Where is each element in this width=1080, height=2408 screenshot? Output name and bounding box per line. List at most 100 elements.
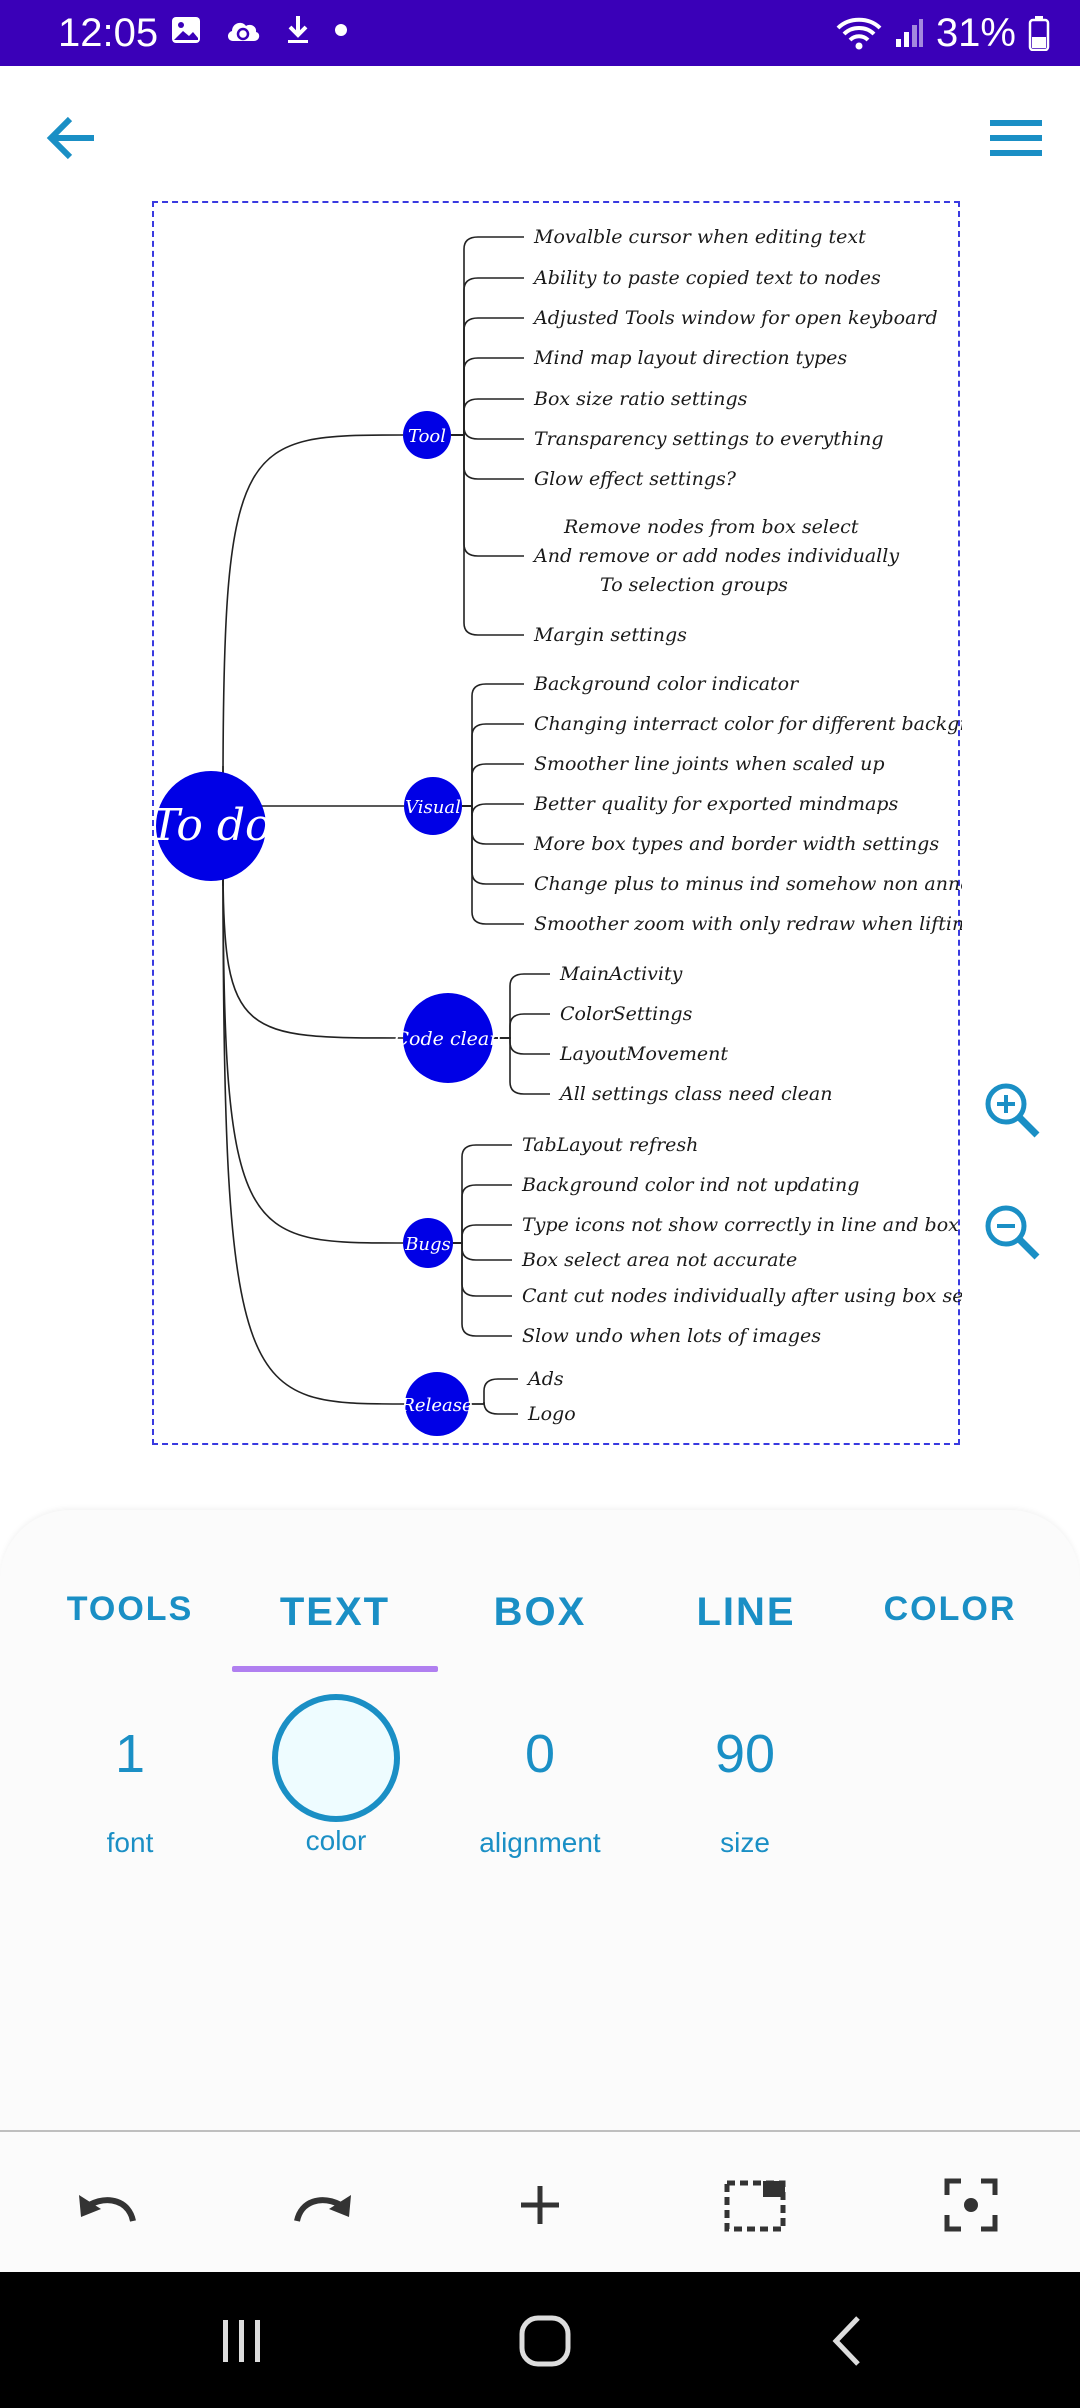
font-label-wrap: font [70,1826,190,1860]
alignment-param[interactable]: 0 [460,1722,620,1786]
bottom-toolbar [0,2132,1080,2272]
box-select-icon [724,2180,786,2232]
leaf-node-label: Ads [526,1368,564,1390]
leaf-node-label: And remove or add nodes individually [532,545,899,567]
connector-line [453,1144,512,1244]
font-value: 1 [114,1724,146,1784]
nav-back-button[interactable] [812,2306,882,2376]
leaf-node-label: MainActivity [559,963,683,985]
leaf-node-label: To selection groups [600,574,788,596]
dot-icon [335,24,347,36]
signal-icon [895,19,923,47]
size-label: size [720,1827,770,1858]
cloud-sync-icon [227,22,260,41]
tab-line[interactable]: LINE [696,1590,796,1634]
leaf-node-label: Remove nodes from box select [563,516,859,538]
menu-button[interactable] [984,106,1048,170]
status-system-icons: 31% [836,8,1050,58]
tab-box[interactable]: BOX [493,1590,587,1634]
connector-line [451,277,524,436]
download-icon [288,16,308,43]
tab-color[interactable]: COLOR [883,1590,1017,1628]
leaf-node-label: LayoutMovement [559,1043,728,1065]
system-navigation-bar [0,2272,1080,2408]
connector-line [493,1037,550,1095]
wifi-icon [836,17,882,50]
leaf-node-label: ColorSettings [560,1003,693,1025]
connector-line [222,865,406,1405]
connector-line [453,1224,512,1244]
font-param[interactable]: 1 [70,1722,190,1786]
undo-icon [79,2195,136,2222]
connector-line [462,683,524,807]
focus-center-icon [944,2178,998,2232]
connector-line [451,317,524,436]
text-color-swatch[interactable] [272,1694,400,1822]
alignment-label: alignment [479,1827,601,1858]
zoom-in-button[interactable] [982,1080,1042,1140]
connector-line [451,434,524,480]
branch-node-label: Release [400,1395,472,1416]
branch-node-label: Tool [408,426,446,447]
undo-button[interactable] [72,2170,142,2240]
leaf-node-label: Box size ratio settings [533,388,748,410]
connector-line [451,398,524,436]
tab-text[interactable]: TEXT [279,1590,391,1634]
leaf-node-label: Mind map layout direction types [533,347,847,369]
box-select-button[interactable] [720,2170,790,2240]
add-node-button[interactable] [505,2170,575,2240]
status-time: 12:05 [58,11,159,55]
battery-icon [1028,16,1050,51]
leaf-node-label: Change plus to minus ind somehow non ann… [534,873,962,895]
connector-line [493,973,550,1039]
leaf-node-label: Margin settings [533,624,687,646]
root-node-label: To do [154,800,272,851]
status-notification-icons [170,14,348,46]
connector-line [462,723,524,807]
focus-center-button[interactable] [936,2170,1006,2240]
battery-percentage: 31% [935,11,1016,55]
connector-line [451,426,524,440]
connector-lines [222,236,550,1415]
leaf-node-label: Type icons not show correctly in line an… [522,1214,962,1236]
leaf-node-label: More box types and border width settings [533,833,939,855]
color-label-wrap: color [266,1824,406,1858]
branch-node [403,1218,453,1268]
size-param[interactable]: 90 [675,1722,815,1786]
leaf-node-label: Smoother line joints when scaled up [534,753,885,775]
recents-button[interactable] [207,2306,277,2376]
branch-node-label: Bugs [404,1234,451,1255]
size-label-wrap: size [675,1826,815,1860]
branch-node-label: Code clean [395,1028,502,1050]
back-button[interactable] [40,106,104,170]
redo-button[interactable] [288,2170,358,2240]
leaf-node-label: Movalble cursor when editing text [533,226,866,248]
zoom-out-button[interactable] [982,1202,1042,1262]
connector-line [451,434,524,557]
home-button[interactable] [510,2306,580,2376]
leaf-node-label: Logo [527,1403,576,1425]
tab-selected-indicator [232,1666,438,1672]
arrow-back-icon [46,116,94,160]
hamburger-menu-icon [990,120,1042,156]
image-icon [172,17,200,43]
connector-line [222,434,404,787]
connector-line [222,865,404,1244]
leaf-node-label: TabLayout refresh [522,1134,698,1156]
tab-tools[interactable]: TOOLS [66,1590,194,1628]
back-icon [832,2316,860,2366]
branch-node-label: Visual [405,797,461,818]
font-label: font [106,1827,154,1858]
connector-line [451,357,524,436]
leaf-node-label: Adjusted Tools window for open keyboard [532,307,938,329]
connector-line [453,1184,512,1244]
connector-line [451,434,524,636]
redo-icon [294,2195,351,2222]
connector-line [493,1013,550,1039]
branch-node [403,411,451,459]
connector-line [453,1242,512,1337]
leaf-node-label: Slow undo when lots of images [522,1325,821,1347]
leaf-node-label: Better quality for exported mindmaps [533,793,898,815]
